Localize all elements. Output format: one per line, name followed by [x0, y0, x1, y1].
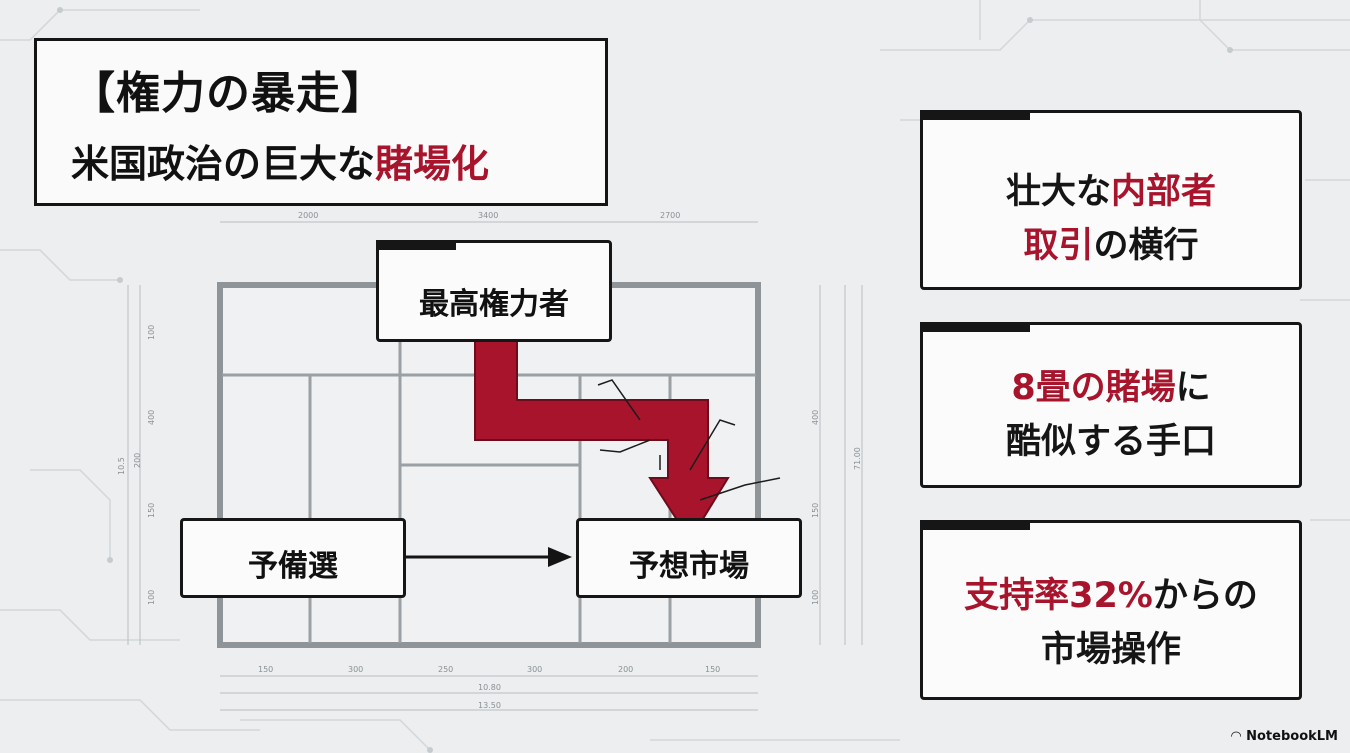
- card-1-suffix: の横行: [1093, 226, 1199, 266]
- dim-label: 100: [811, 590, 820, 605]
- card-market-manipulation: 支持率32%からの 市場操作: [920, 520, 1302, 700]
- node-top-power: 最高権力者: [376, 240, 612, 342]
- card-1-text: 壮大な内部者 取引の横行: [923, 165, 1299, 273]
- card-3-highlight: 支持率32%: [964, 576, 1153, 616]
- brand-logo: ◠ NotebookLM: [1231, 729, 1338, 744]
- card-1-highlight-2: 取引: [1023, 226, 1094, 266]
- dim-label: 10.80: [478, 683, 501, 692]
- card-3-suffix: からの: [1152, 576, 1258, 616]
- node-primary: 予備選: [180, 518, 406, 598]
- dim-label: 150: [705, 665, 720, 674]
- dim-label: 10.5: [117, 457, 126, 475]
- card-1-highlight-1: 内部者: [1111, 172, 1217, 212]
- card-3-line-2: 市場操作: [1040, 630, 1181, 670]
- title-line-1: 【権力の暴走】: [71, 68, 386, 119]
- dim-label: 250: [438, 665, 453, 674]
- card-2-text: 8畳の賭場に 酷似する手口: [923, 361, 1299, 469]
- dim-label: 200: [133, 453, 142, 468]
- card-2-line-2: 酷似する手口: [1005, 422, 1216, 462]
- node-top-label: 最高権力者: [419, 287, 569, 322]
- dim-label: 300: [527, 665, 542, 674]
- dim-label: 150: [147, 503, 156, 518]
- node-prediction-market-label: 予想市場: [629, 549, 749, 584]
- dim-label: 2700: [660, 211, 680, 220]
- dim-label: 400: [147, 410, 156, 425]
- dim-label: 300: [348, 665, 363, 674]
- dim-label: 150: [258, 665, 273, 674]
- dim-label: 100: [147, 590, 156, 605]
- card-2-highlight: 8畳の賭場: [1011, 368, 1176, 408]
- card-3-text: 支持率32%からの 市場操作: [923, 569, 1299, 677]
- node-primary-label: 予備選: [248, 549, 338, 584]
- dim-label: 2000: [298, 211, 318, 220]
- dim-label: 71.00: [853, 447, 862, 470]
- title-prefix: 米国政治の巨大な: [71, 142, 376, 186]
- title-highlight: 賭場化: [375, 142, 490, 186]
- node-prediction-market: 予想市場: [576, 518, 802, 598]
- dim-label: 400: [811, 410, 820, 425]
- title-line-2: 米国政治の巨大な賭場化: [71, 133, 489, 188]
- dim-label: 100: [147, 325, 156, 340]
- card-2-suffix: に: [1175, 368, 1211, 408]
- dim-label: 200: [618, 665, 633, 674]
- notebooklm-icon: ◠: [1231, 729, 1242, 744]
- title-panel: 【権力の暴走】 米国政治の巨大な賭場化: [34, 38, 608, 206]
- dim-label: 13.50: [478, 701, 501, 710]
- dim-label: 150: [811, 503, 820, 518]
- card-1-prefix: 壮大な: [1005, 172, 1111, 212]
- card-insider-trading: 壮大な内部者 取引の横行: [920, 110, 1302, 290]
- flow-arrow-red: [474, 329, 730, 542]
- brand-name: NotebookLM: [1246, 729, 1338, 744]
- card-gambling-den: 8畳の賭場に 酷似する手口: [920, 322, 1302, 488]
- dim-label: 3400: [478, 211, 498, 220]
